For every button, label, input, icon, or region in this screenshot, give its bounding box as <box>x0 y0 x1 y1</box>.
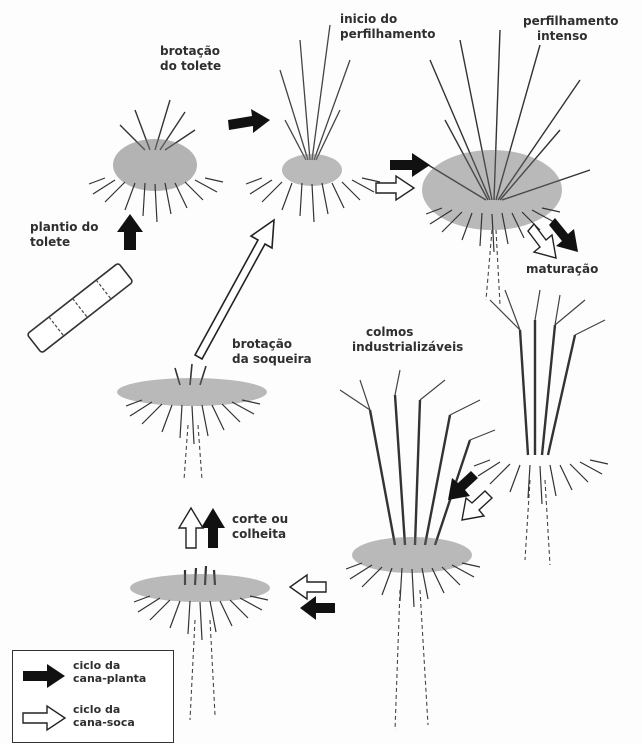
legend-line: ciclo da <box>73 659 146 672</box>
arrow-brotacao-to-inicio-icon <box>228 109 270 133</box>
label-colmos-industrializaveis: colmos industrializáveis <box>352 325 463 355</box>
label-line: inicio do <box>340 12 435 27</box>
mature-plant-drawing <box>474 290 608 565</box>
label-line: plantio do <box>30 220 98 235</box>
label-brotacao-do-tolete: brotação do tolete <box>160 44 221 74</box>
label-line: industrializáveis <box>352 340 463 355</box>
label-brotacao-da-soqueira: brotação da soqueira <box>232 337 312 367</box>
early-tillering-plant-drawing <box>246 25 380 222</box>
arrow-intenso-to-maturacao-soca-icon <box>528 224 556 258</box>
legend-cana-planta-label: ciclo da cana-planta <box>73 659 146 685</box>
industrial-stalks-drawing <box>340 370 495 730</box>
tolete-cutting-drawing <box>27 263 133 353</box>
arrow-colmos-to-corte-icon <box>300 596 335 620</box>
label-line: brotação <box>160 44 221 59</box>
arrow-inicio-to-intenso-icon <box>390 153 430 177</box>
label-line: perfilhamento <box>523 14 618 29</box>
label-perfilhamento-intenso: perfilhamento intenso <box>523 14 618 44</box>
arrow-plantio-to-brotacao-icon <box>117 214 143 250</box>
arrow-corte-up-cana-planta-icon <box>201 508 225 548</box>
label-plantio-do-tolete: plantio do tolete <box>30 220 98 250</box>
label-line: colmos <box>352 325 463 340</box>
label-line: tolete <box>30 235 98 250</box>
label-line: colheita <box>232 527 288 542</box>
legend-black-arrow-icon <box>23 664 65 688</box>
legend-cana-soca-label: ciclo da cana-soca <box>73 703 135 729</box>
label-line: do tolete <box>160 59 221 74</box>
label-line: corte ou <box>232 512 288 527</box>
arrow-maturacao-to-colmos-icon <box>448 471 478 500</box>
legend-line: cana-planta <box>73 672 146 685</box>
label-inicio-do-perfilhamento: inicio do perfilhamento <box>340 12 435 42</box>
label-line: maturação <box>526 262 598 277</box>
ratoon-sprouting-drawing <box>117 364 267 480</box>
legend-line: ciclo da <box>73 703 135 716</box>
tolete-sprouting-plant-drawing <box>89 100 223 222</box>
label-maturacao: maturação <box>526 262 598 277</box>
arrow-inicio-to-intenso-soca-icon <box>376 176 414 200</box>
arrow-corte-up-cana-soca-icon <box>179 508 203 548</box>
label-line: perfilhamento <box>340 27 435 42</box>
legend-line: cana-soca <box>73 716 135 729</box>
label-line: intenso <box>523 29 618 44</box>
label-line: brotação <box>232 337 312 352</box>
legend-white-arrow-icon <box>23 706 65 730</box>
arrow-colmos-to-corte-soca-icon <box>290 575 326 599</box>
label-corte-ou-colheita: corte ou colheita <box>232 512 288 542</box>
legend: ciclo da cana-planta ciclo da cana-soca <box>12 650 174 743</box>
label-line: da soqueira <box>232 352 312 367</box>
